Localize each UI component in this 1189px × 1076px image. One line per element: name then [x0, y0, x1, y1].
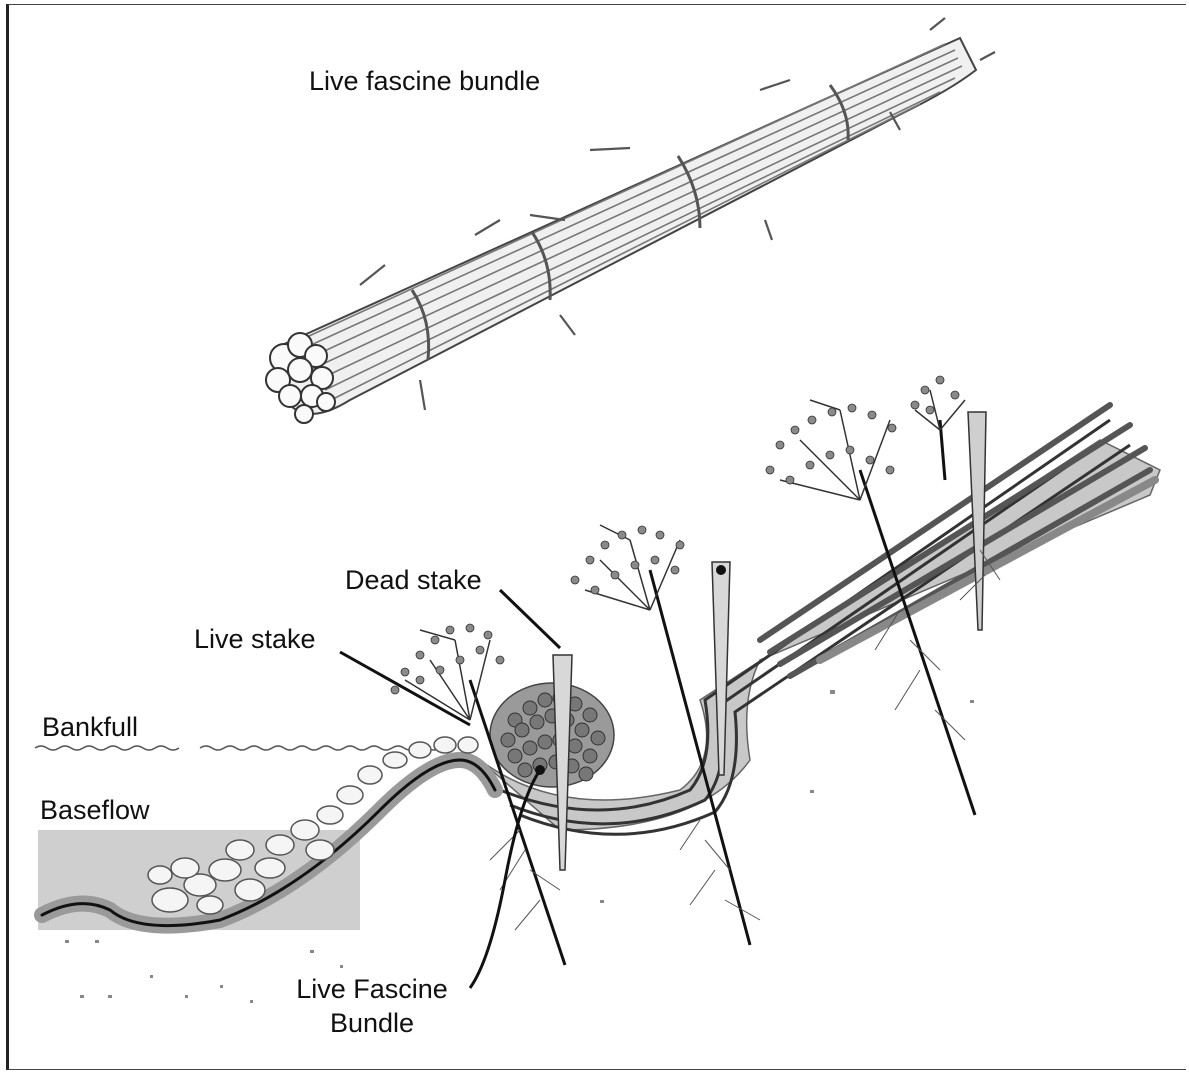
live-stake-label: Live stake	[194, 624, 316, 654]
fascine-callout-dot	[535, 765, 545, 775]
fascine-bundle-title-label: Live fascine bundle	[309, 66, 540, 96]
bankfull-water-line-right	[200, 746, 440, 750]
streambank-cross-section	[35, 376, 1160, 1003]
dead-stake-drawing	[553, 655, 572, 870]
fascine-bundle-cross-section	[490, 683, 614, 787]
dead-stake-label: Dead stake	[345, 565, 482, 595]
bankfull-water-line-left	[35, 746, 179, 750]
live-stake-leader	[340, 652, 470, 725]
fascine-bundle-callout-label: Live Fascine Bundle	[262, 972, 482, 1040]
baseflow-label: Baseflow	[40, 795, 150, 825]
dead-stake-leader	[500, 590, 560, 648]
bankfull-label: Bankfull	[42, 712, 138, 742]
shrub-canopies	[391, 376, 965, 720]
